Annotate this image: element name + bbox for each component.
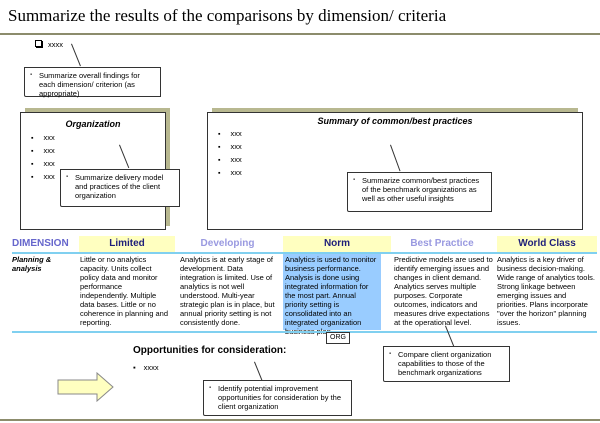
callout-pointer — [71, 43, 81, 67]
level-header-world-class: World Class — [497, 236, 597, 252]
dimension-label: Planning & analysis — [12, 255, 52, 273]
organization-title: Organization — [65, 119, 121, 129]
callout-pointer — [254, 361, 263, 381]
top-bullet: xxxx — [35, 40, 63, 49]
cell-limited: Little or no analytics capacity. Units c… — [80, 255, 168, 327]
table-bottom-divider — [12, 331, 597, 333]
callout-org: Summarize delivery model and practices o… — [60, 169, 180, 207]
callout-overall: Summarize overall findings for each dime… — [24, 67, 161, 98]
top-bullet-text: xxxx — [48, 40, 63, 49]
callout-identify: Identify potential improvement opportuni… — [203, 380, 352, 416]
cell-norm: Analytics is used to monitor business pe… — [283, 254, 381, 336]
summary-item: xxx — [218, 142, 582, 155]
title-divider — [0, 33, 600, 35]
opportunities-title: Opportunities for consideration: — [133, 345, 287, 356]
org-marker: ORG — [326, 332, 350, 344]
checkbox-bullet-icon — [35, 40, 42, 47]
summary-item: xxx — [218, 129, 582, 142]
org-item: xxx — [31, 133, 165, 146]
cell-world-class: Analytics is a key driver of business de… — [497, 255, 595, 327]
cell-developing: Analytics is at early stage of developme… — [180, 255, 275, 327]
arrow-right-icon — [57, 372, 114, 402]
level-header-limited: Limited — [79, 236, 175, 252]
level-header-best-practice: Best Practice — [410, 238, 474, 249]
level-header-norm: Norm — [283, 236, 391, 252]
summary-box: Summary of common/best practices xxx xxx… — [207, 112, 583, 230]
callout-pointer — [445, 325, 455, 347]
bottom-divider — [0, 419, 600, 421]
cell-best-practice: Predictive models are used to identify e… — [394, 255, 493, 327]
org-item: xxx — [31, 146, 165, 159]
org-item: xxx — [31, 159, 165, 172]
callout-summary: Summarize common/best practices of the b… — [347, 172, 492, 212]
summary-item: xxx — [218, 168, 582, 181]
summary-item: xxx — [218, 155, 582, 168]
callout-compare: Compare client organization capabilities… — [383, 346, 510, 382]
org-item: xxx — [31, 172, 165, 185]
summary-title: Summary of common/best practices — [317, 116, 473, 126]
opportunity-item-text: xxxx — [143, 363, 159, 372]
opportunity-item: ▪xxxx — [133, 363, 159, 372]
page-title: Summarize the results of the comparisons… — [8, 6, 447, 25]
table-divider — [12, 252, 597, 254]
level-header-developing: Developing — [200, 238, 255, 249]
dimension-header: DIMENSION — [12, 238, 69, 249]
